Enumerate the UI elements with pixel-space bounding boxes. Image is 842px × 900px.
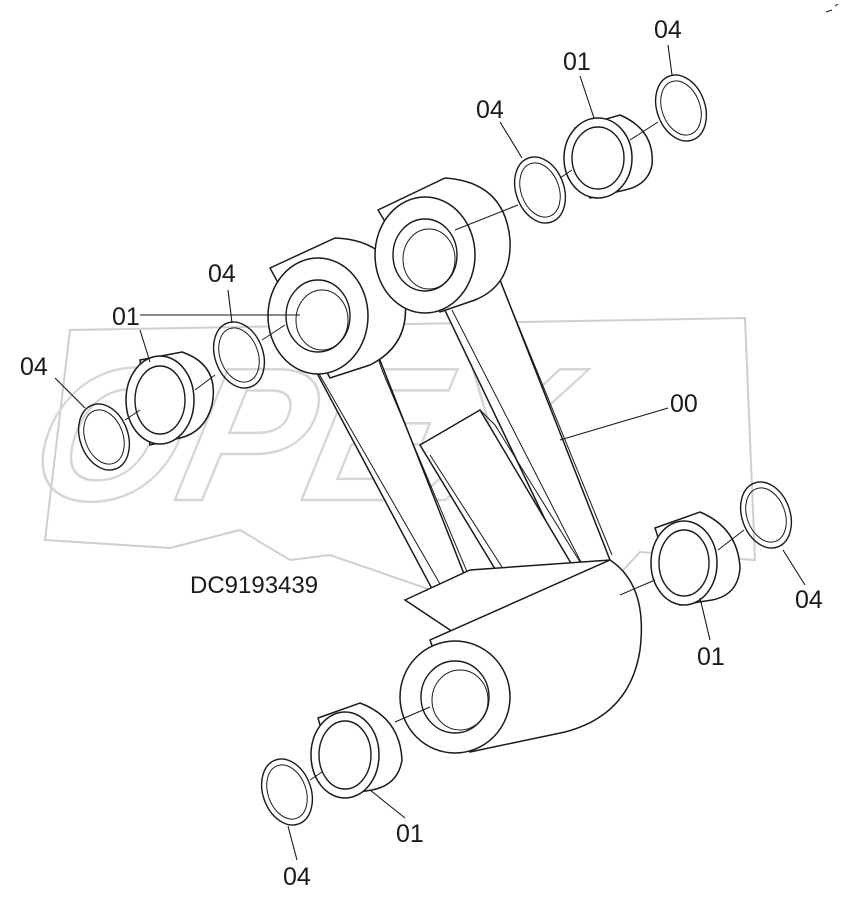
callout-04-left-inner: 04	[208, 260, 236, 288]
assembly-centerlines	[124, 121, 745, 781]
callout-01-top: 01	[563, 48, 591, 76]
leader-lines	[54, 44, 806, 861]
callout-00-link: 00	[670, 390, 698, 418]
bushing-upper-right	[563, 114, 653, 199]
upper-left-boss	[267, 237, 407, 379]
bushing-lower-left	[310, 702, 403, 799]
callout-01-bottom: 01	[396, 820, 424, 848]
shim-ring-1	[77, 403, 131, 471]
bushing-upper-left	[125, 351, 215, 446]
shim-ring-4	[654, 74, 708, 142]
callout-04-top-outer: 04	[654, 16, 682, 44]
callout-04-top-inner: 04	[476, 96, 504, 124]
shim-ring-6	[260, 758, 314, 826]
callout-04-bottom: 04	[283, 863, 311, 891]
callout-01-left: 01	[112, 303, 140, 331]
callout-04-right: 04	[795, 586, 823, 614]
callout-labels: 04 01 04 04 01 04 00 04 01 01 04	[20, 16, 823, 891]
shim-ring-5	[739, 481, 793, 549]
part-number-label: DC9193439	[190, 572, 318, 599]
bushing-lower-right	[650, 511, 741, 606]
link-assembly	[267, 177, 643, 754]
upper-right-boss	[374, 177, 511, 314]
lower-boss	[399, 559, 643, 754]
shim-ring-2	[212, 321, 266, 389]
callout-04-left-outer: 04	[20, 353, 48, 381]
shim-ring-3	[513, 156, 567, 224]
corner-mark	[825, 3, 839, 13]
callout-01-right: 01	[697, 643, 725, 671]
